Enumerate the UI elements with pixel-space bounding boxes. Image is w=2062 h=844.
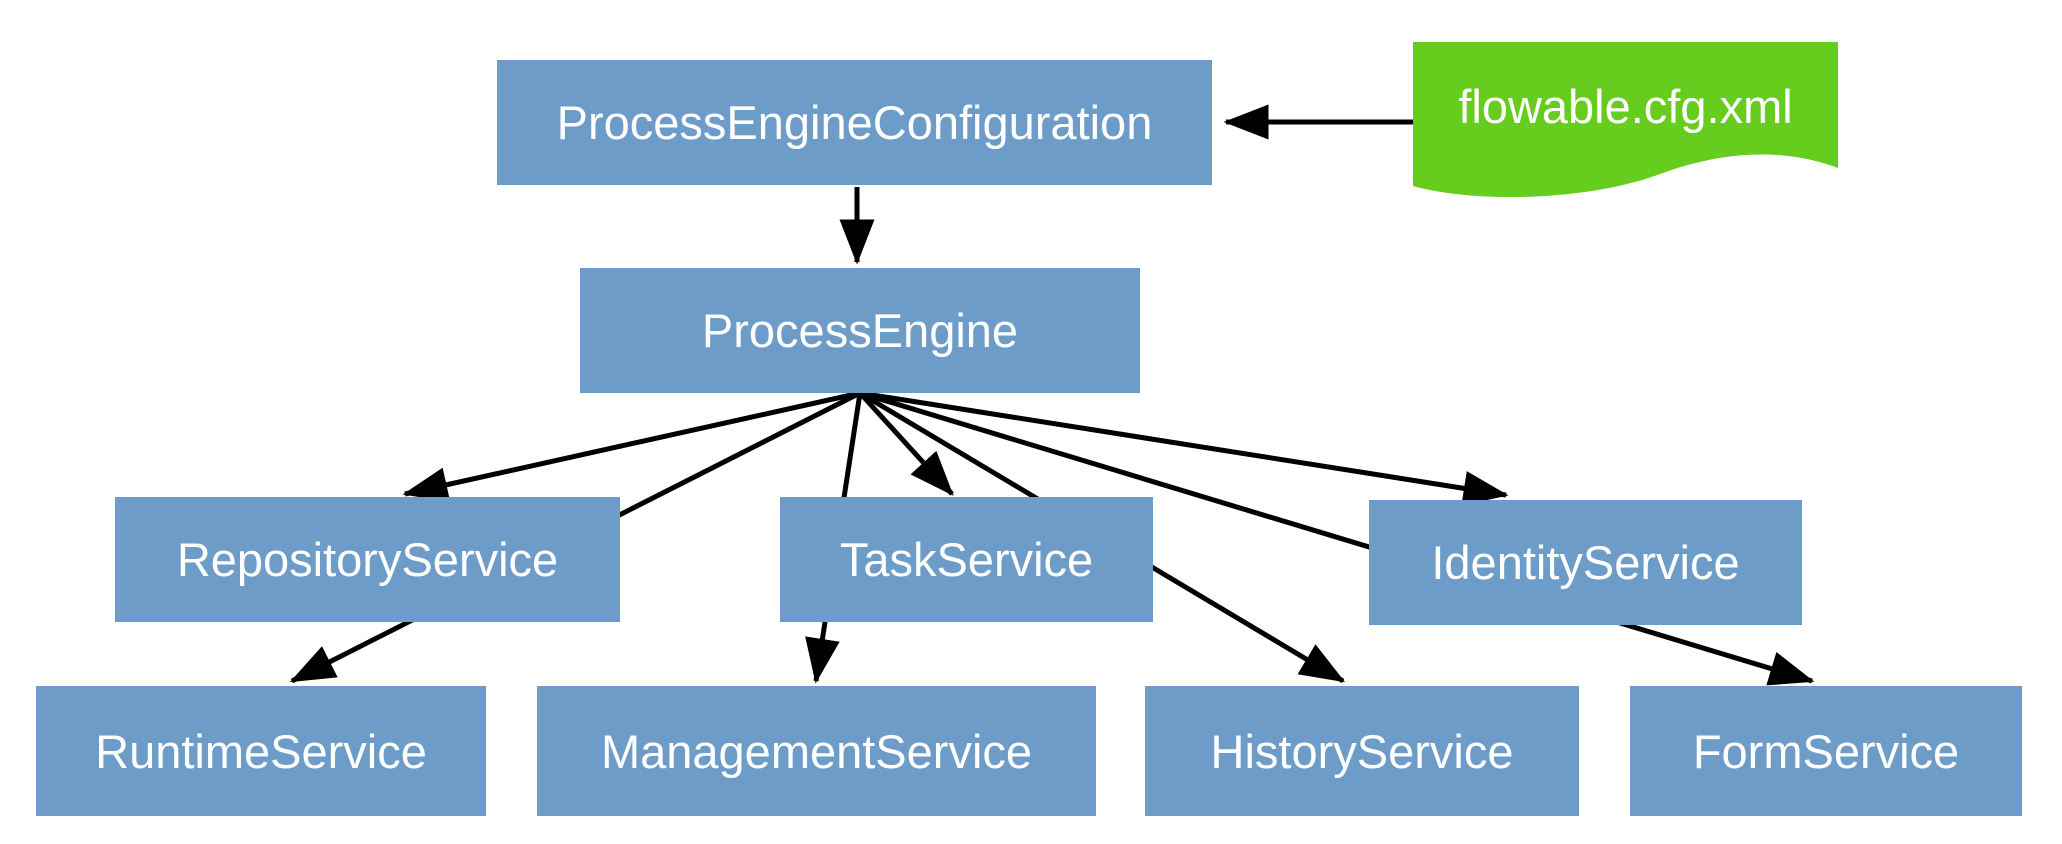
node-management-service: ManagementService [537, 686, 1096, 816]
node-task-service: TaskService [780, 497, 1153, 622]
node-repository-service: RepositoryService [115, 497, 620, 622]
node-label: ProcessEngine [701, 304, 1019, 357]
arrow-pe-to-form [859, 390, 1815, 686]
arrow-pe-to-identity [859, 390, 1509, 506]
node-label: FormService [1692, 724, 1960, 778]
node-label: HistoryService [1210, 724, 1514, 778]
node-label: flowable.cfg.xml [1458, 79, 1793, 133]
document-shape [1413, 42, 1838, 198]
node-label: TaskService [839, 533, 1094, 586]
node-process-engine-configuration: ProcessEngineConfiguration [497, 60, 1212, 185]
node-label: IdentityService [1431, 536, 1740, 589]
arrow-pe-to-repository [402, 390, 861, 502]
node-flowable-cfg-xml: flowable.cfg.xml [1413, 42, 1838, 214]
node-label: ManagementService [600, 724, 1033, 778]
node-label: RuntimeService [95, 724, 427, 778]
arrow-pe-to-task [858, 391, 954, 496]
node-history-service: HistoryService [1145, 686, 1579, 816]
node-label: ProcessEngineConfiguration [556, 96, 1153, 149]
node-identity-service: IdentityService [1369, 500, 1802, 625]
node-process-engine: ProcessEngine [580, 268, 1140, 393]
node-form-service: FormService [1630, 686, 2022, 816]
node-runtime-service: RuntimeService [36, 686, 486, 816]
node-label: RepositoryService [176, 533, 559, 586]
